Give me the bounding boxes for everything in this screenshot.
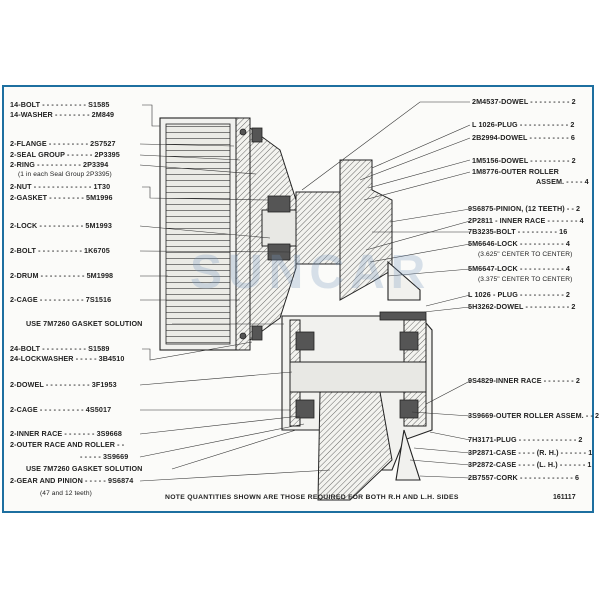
diagram-frame: [2, 85, 594, 513]
label-9s4829-inner-race: 9S4829-INNER RACE - - - - - - - 2: [468, 376, 580, 385]
label-9s6875-pinion: 9S6875-PINION, (12 TEETH) - - 2: [468, 204, 581, 213]
label-2-dowel: 2-DOWEL - - - - - - - - - - 3F1953: [10, 380, 117, 389]
label-2b7557-cork: 2B7557-CORK - - - - - - - - - - - - 6: [468, 473, 580, 482]
label-2-inner-race: 2-INNER RACE - - - - - - - 3S9668: [10, 429, 122, 438]
label-2-outer-race: 2-OUTER RACE AND ROLLER - -: [10, 440, 125, 449]
label-2-cage: 2-CAGE - - - - - - - - - - 7S1516: [10, 295, 112, 304]
label-3375-center: (3.375" CENTER TO CENTER): [478, 276, 573, 283]
label-2-nut: 2-NUT - - - - - - - - - - - - - 1T30: [10, 182, 111, 191]
label-2-ring: 2-RING - - - - - - - - - - 2P3394: [10, 160, 109, 169]
label-7b3235-bolt: 7B3235-BOLT - - - - - - - - - 16: [468, 227, 568, 236]
watermark: SUNCAR: [190, 246, 432, 299]
label-3625-center: (3.625" CENTER TO CENTER): [478, 251, 573, 258]
label-3p2871-case: 3P2871-CASE - - - - (R. H.) - - - - - - …: [468, 448, 593, 457]
label-5h3262-dowel: 5H3262-DOWEL - - - - - - - - - - 2: [468, 302, 576, 311]
label-assem: ASSEM. - - - - 4: [536, 177, 589, 186]
right-leader-lines: [301, 101, 471, 479]
label-gasket-solution-1: USE 7M7260 GASKET SOLUTION: [26, 319, 143, 328]
label-3p2872-case: 3P2872-CASE - - - - (L. H.) - - - - - - …: [468, 460, 592, 469]
label-2-cage-lower: 2-CAGE - - - - - - - - - - 4S5017: [10, 405, 112, 414]
figure-number: 161117: [553, 494, 576, 501]
label-2p2811-inner-race: 2P2811 - INNER RACE - - - - - - - 4: [468, 216, 584, 225]
label-7h3171-plug: 7H3171-PLUG - - - - - - - - - - - - - 2: [468, 435, 583, 444]
label-l1026-plug-lower: L 1026 - PLUG - - - - - - - - - - 2: [468, 290, 571, 299]
label-2b2994-dowel: 2B2994-DOWEL - - - - - - - - - 6: [472, 133, 575, 142]
label-2-gear-and-pinion: 2-GEAR AND PINION - - - - - 9S6874: [10, 476, 134, 485]
label-24-bolt: 24-BOLT - - - - - - - - - - S1589: [10, 344, 110, 353]
quantities-note: NOTE QUANTITIES SHOWN ARE THOSE REQUIRED…: [165, 494, 459, 501]
label-2-gasket: 2-GASKET - - - - - - - - 5M1996: [10, 193, 113, 202]
label-1m5156-dowel: 1M5156-DOWEL - - - - - - - - - 2: [472, 156, 576, 165]
label-2-seal-group: 2-SEAL GROUP - - - - - - 2P3395: [10, 150, 120, 159]
label-14-bolt: 14-BOLT - - - - - - - - - - S1585: [10, 100, 110, 109]
label-3s9669-outer-roller: 3S9669-OUTER ROLLER ASSEM. - - 2: [468, 411, 600, 420]
label-l1026-plug: L 1026-PLUG - - - - - - - - - - - 2: [472, 120, 575, 129]
label-5m6647-lock: 5M6647-LOCK - - - - - - - - - - 4: [468, 264, 570, 273]
label-24-lockwasher: 24-LOCKWASHER - - - - - 3B4510: [10, 354, 125, 363]
label-3s9669: - - - - - 3S9669: [80, 452, 129, 461]
label-1m8776-outer-roller: 1M8776-OUTER ROLLER: [472, 167, 559, 176]
label-teeth-note: (47 and 12 teeth): [40, 490, 92, 497]
label-2-flange: 2-FLANGE - - - - - - - - - 2S7527: [10, 139, 116, 148]
lower-gear-case: [281, 311, 433, 501]
label-2-lock: 2-LOCK - - - - - - - - - - 5M1993: [10, 221, 112, 230]
label-2-drum: 2-DRUM - - - - - - - - - - 5M1998: [10, 271, 114, 280]
label-2-bolt: 2-BOLT - - - - - - - - - - 1K6705: [10, 246, 110, 255]
label-seal-group-note: (1 in each Seal Group 2P3395): [18, 171, 112, 178]
label-gasket-solution-2: USE 7M7260 GASKET SOLUTION: [26, 464, 143, 473]
upper-shaft-assembly: [261, 159, 421, 301]
label-2m4537-dowel: 2M4537-DOWEL - - - - - - - - - 2: [472, 97, 576, 106]
label-14-washer: 14-WASHER - - - - - - - - 2M849: [10, 110, 115, 119]
label-5m6646-lock: 5M6646-LOCK - - - - - - - - - - 4: [468, 239, 570, 248]
left-leader-lines: [139, 104, 331, 482]
